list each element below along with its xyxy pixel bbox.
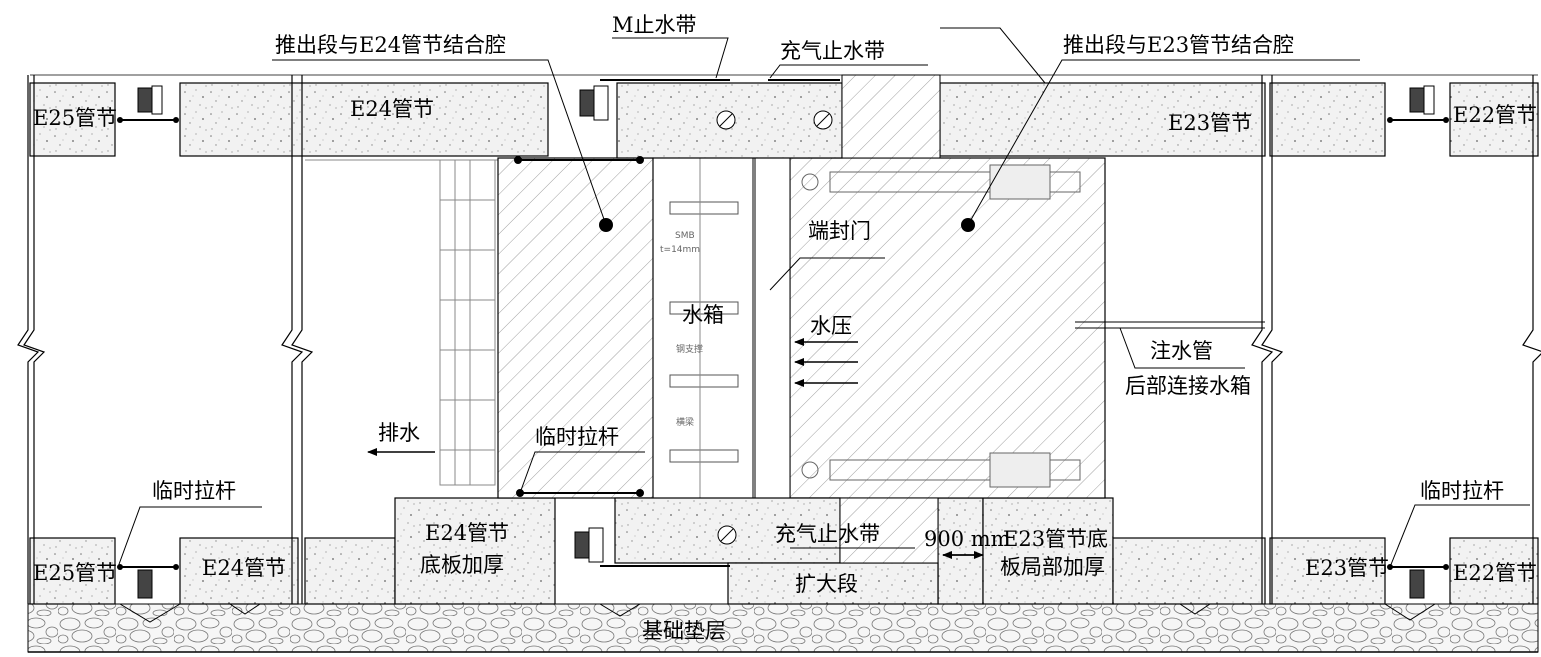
label-inflatable-waterstop-top: 充气止水带 bbox=[780, 39, 885, 63]
bulkhead-e24 bbox=[497, 157, 654, 499]
label-gap: 900 mm bbox=[924, 527, 1011, 551]
label-e22-top: E22管节 bbox=[1453, 103, 1537, 127]
label-e24-thicken-1: E24管节 bbox=[425, 521, 509, 545]
label-injection-pipe: 注水管 bbox=[1150, 339, 1213, 363]
label-e24-bottom: E24管节 bbox=[202, 556, 286, 580]
label-temp-rod-right: 临时拉杆 bbox=[1420, 479, 1504, 503]
note-smb: SMB bbox=[675, 231, 695, 241]
label-joint-cavity-e24: 推出段与E24管节结合腔 bbox=[275, 33, 506, 57]
small-notes: SMB t=14mm 钢支撑 横梁 bbox=[660, 231, 703, 428]
injection-pipe bbox=[1075, 321, 1265, 329]
end-door-bulkhead bbox=[754, 157, 1106, 499]
note-beam: 横梁 bbox=[676, 416, 694, 428]
label-e23-top: E23管节 bbox=[1168, 111, 1252, 135]
note-steel-support: 钢支撑 bbox=[676, 343, 703, 355]
water-tank-frame bbox=[652, 157, 754, 499]
label-e23-local-2: 板局部加厚 bbox=[1000, 555, 1105, 579]
label-end-door: 端封门 bbox=[808, 219, 871, 243]
bottom-slabs bbox=[29, 497, 1539, 605]
label-temp-rod-center: 临时拉杆 bbox=[535, 425, 619, 449]
label-e22-bottom: E22管节 bbox=[1453, 561, 1537, 585]
label-e25-bottom: E25管节 bbox=[33, 561, 117, 585]
label-foundation: 基础垫层 bbox=[642, 619, 726, 643]
label-rear-tank: 后部连接水箱 bbox=[1125, 374, 1251, 398]
label-water-pressure: 水压 bbox=[810, 314, 852, 338]
label-joint-cavity-e23: 推出段与E23管节结合腔 bbox=[1063, 33, 1294, 57]
top-slabs bbox=[29, 74, 1539, 157]
label-inflatable-waterstop-bottom: 充气止水带 bbox=[775, 522, 880, 546]
label-e24-thicken-2: 底板加厚 bbox=[420, 553, 504, 577]
push-out-segment bbox=[574, 74, 941, 605]
note-thickness: t=14mm bbox=[660, 245, 700, 255]
hydraulic-jacks bbox=[801, 164, 1081, 488]
gasket-bottom-right bbox=[1387, 564, 1449, 599]
gasket-top-left bbox=[117, 85, 179, 123]
label-e25-top: E25管节 bbox=[33, 106, 117, 130]
leader-lines bbox=[117, 27, 1530, 568]
text-labels: 推出段与E24管节结合腔 M止水带 充气止水带 推出段与E23管节结合腔 E25… bbox=[33, 13, 1537, 643]
label-m-waterstop: M止水带 bbox=[612, 13, 697, 37]
label-expand-section: 扩大段 bbox=[795, 572, 858, 596]
label-e23-local-1: E23管节底 bbox=[1003, 527, 1108, 551]
label-e23-bottom: E23管节 bbox=[1305, 556, 1389, 580]
gasket-bottom-left bbox=[117, 564, 179, 599]
label-water-tank: 水箱 bbox=[682, 303, 724, 327]
foundation-layer bbox=[27, 603, 1539, 653]
walls bbox=[17, 75, 1541, 604]
gasket-top-right bbox=[1387, 85, 1449, 123]
label-e24-top: E24管节 bbox=[350, 97, 434, 121]
steel-frame-left bbox=[305, 159, 545, 486]
arrows bbox=[367, 338, 984, 559]
label-temp-rod-left: 临时拉杆 bbox=[152, 479, 236, 503]
temp-rods bbox=[514, 156, 644, 497]
label-drainage: 排水 bbox=[378, 421, 420, 445]
